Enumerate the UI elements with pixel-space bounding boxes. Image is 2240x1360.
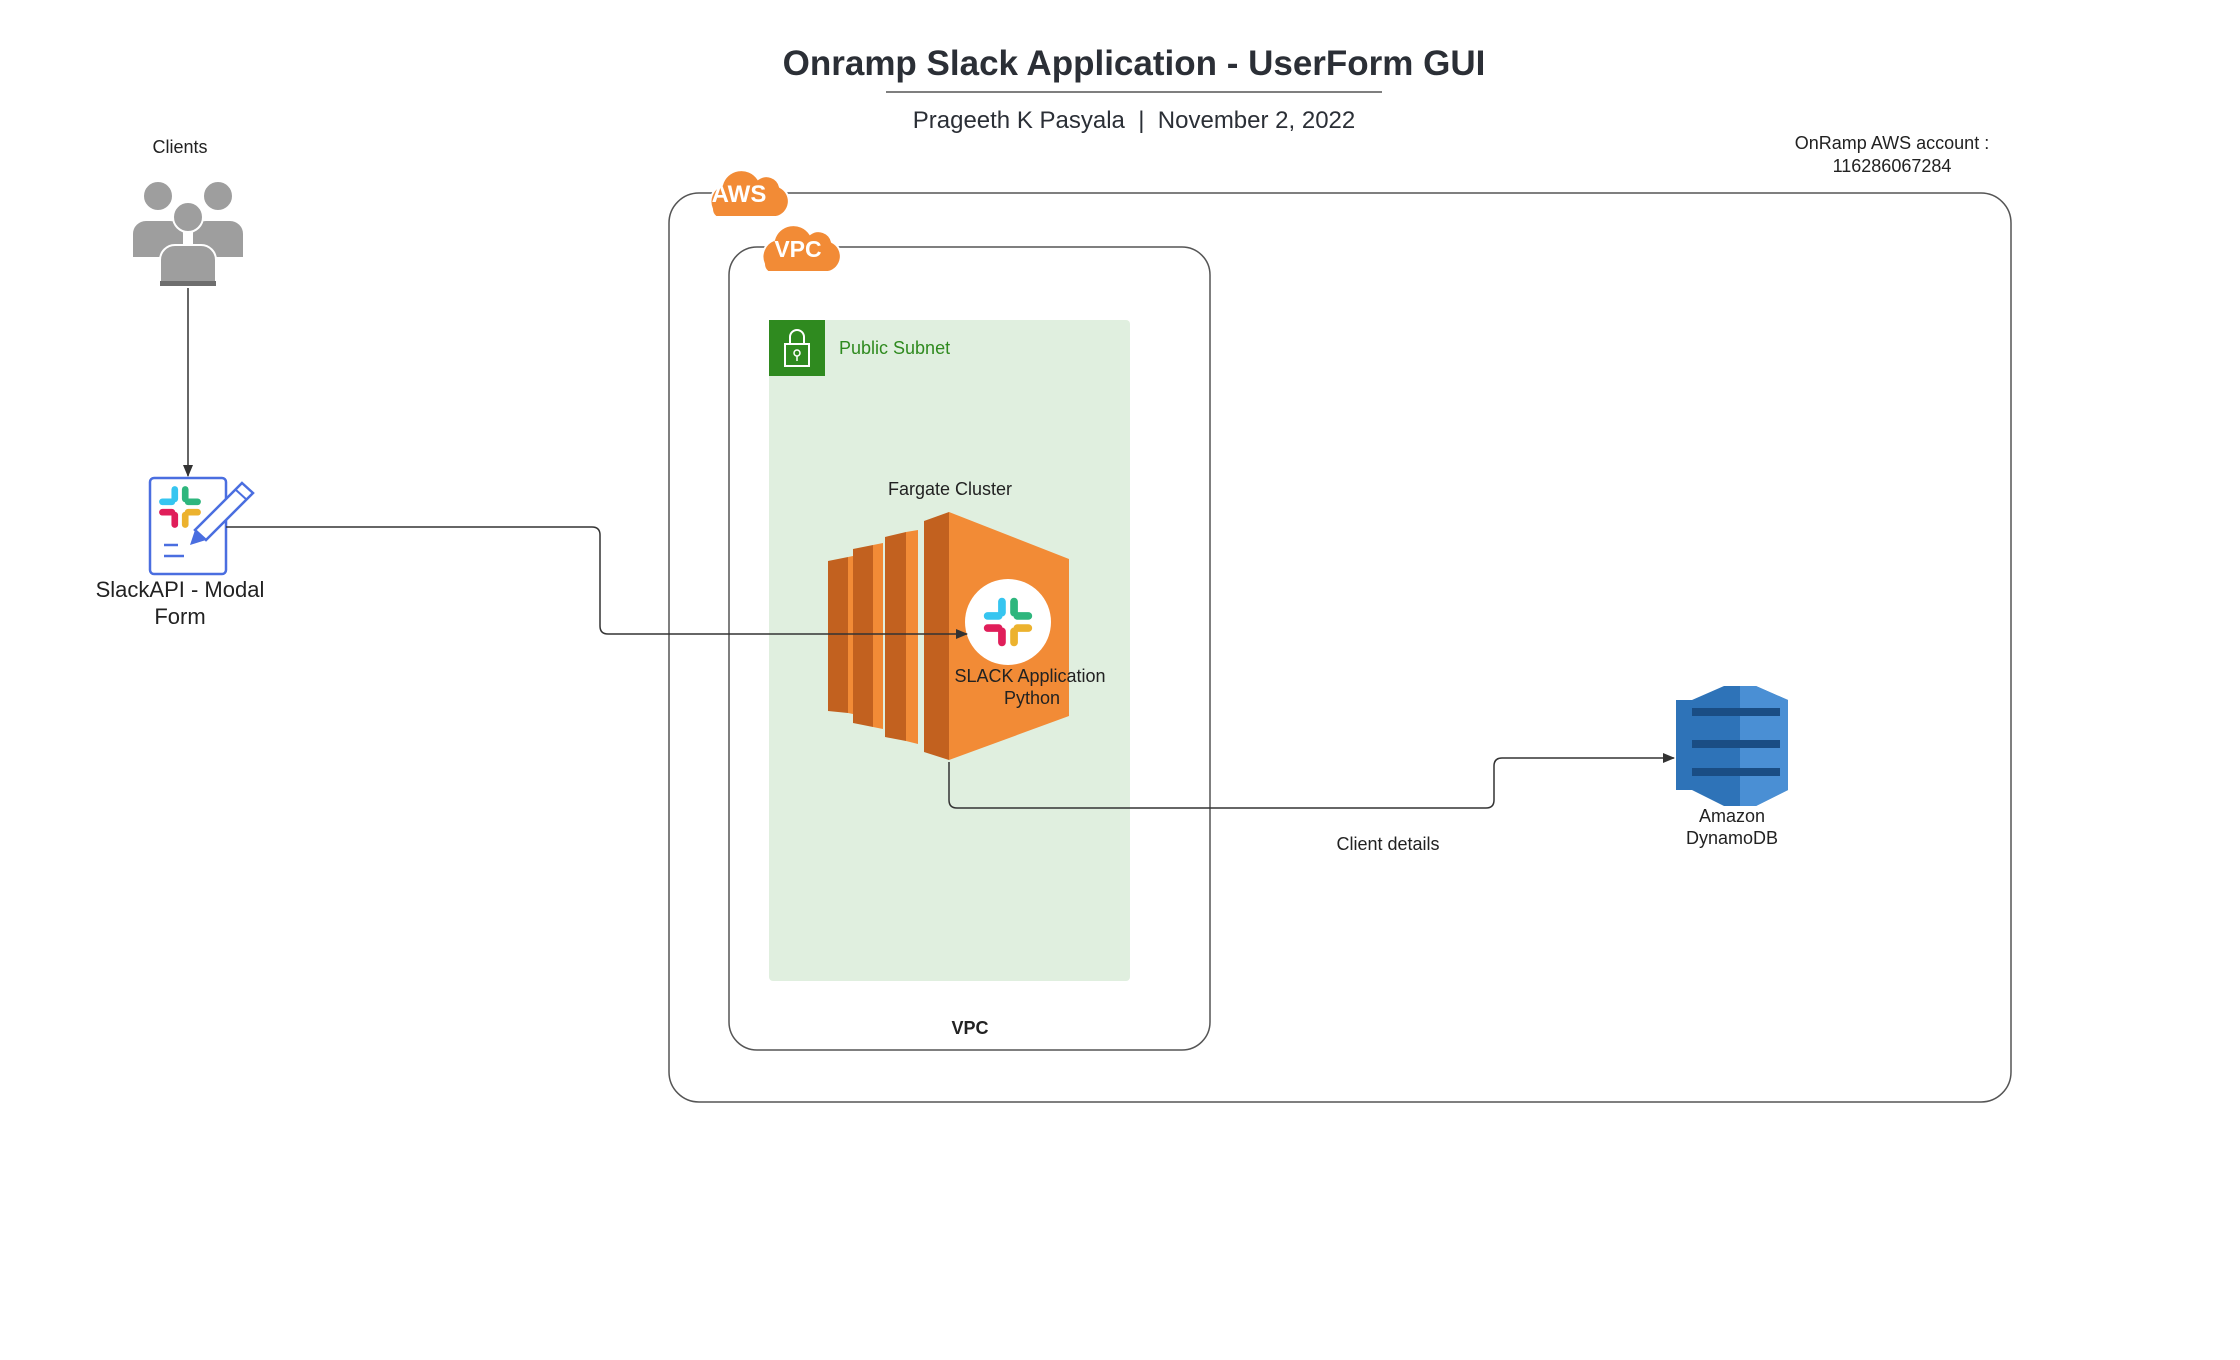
diagram-title: Onramp Slack Application - UserForm GUI (783, 44, 1486, 83)
edge-label-client-details: Client details (1336, 834, 1439, 854)
aws-badge: AWS (712, 181, 767, 208)
pencil-icon (190, 481, 255, 545)
modal-form-label-line1: SlackAPI - Modal (96, 577, 265, 602)
vpc-group (728, 246, 1211, 1051)
subnet-label: Public Subnet (839, 338, 950, 358)
aws-cloud-icon: AWS (709, 169, 790, 218)
diagram-subtitle: Prageeth K Pasyala | November 2, 2022 (913, 107, 1356, 134)
app-label-line1: SLACK Application (954, 666, 1105, 686)
slack-app-icon (965, 579, 1051, 665)
cluster-label: Fargate Cluster (888, 479, 1012, 499)
clients-label: Clients (152, 137, 207, 157)
dynamodb-icon (1676, 686, 1788, 806)
dynamodb-label-line2: DynamoDB (1686, 828, 1778, 848)
edge-app-to-dynamodb (948, 753, 1675, 809)
aws-account-label: OnRamp AWS account : (1795, 133, 1989, 153)
modal-form-icon (148, 476, 255, 576)
clients-users-icon (131, 180, 245, 287)
vpc-badge: VPC (774, 236, 821, 262)
app-label-line2: Python (1004, 688, 1060, 708)
lock-icon (769, 320, 825, 376)
modal-form-label-line2: Form (154, 604, 205, 629)
dynamodb-label-line1: Amazon (1699, 806, 1765, 826)
fargate-cluster-icon (828, 512, 1069, 760)
aws-account-id: 116286067284 (1833, 156, 1952, 176)
aws-cloud-group (668, 192, 2012, 1103)
vpc-label: VPC (951, 1018, 988, 1038)
vpc-cloud-icon: VPC (761, 224, 842, 273)
edge-form-to-app (226, 526, 968, 639)
